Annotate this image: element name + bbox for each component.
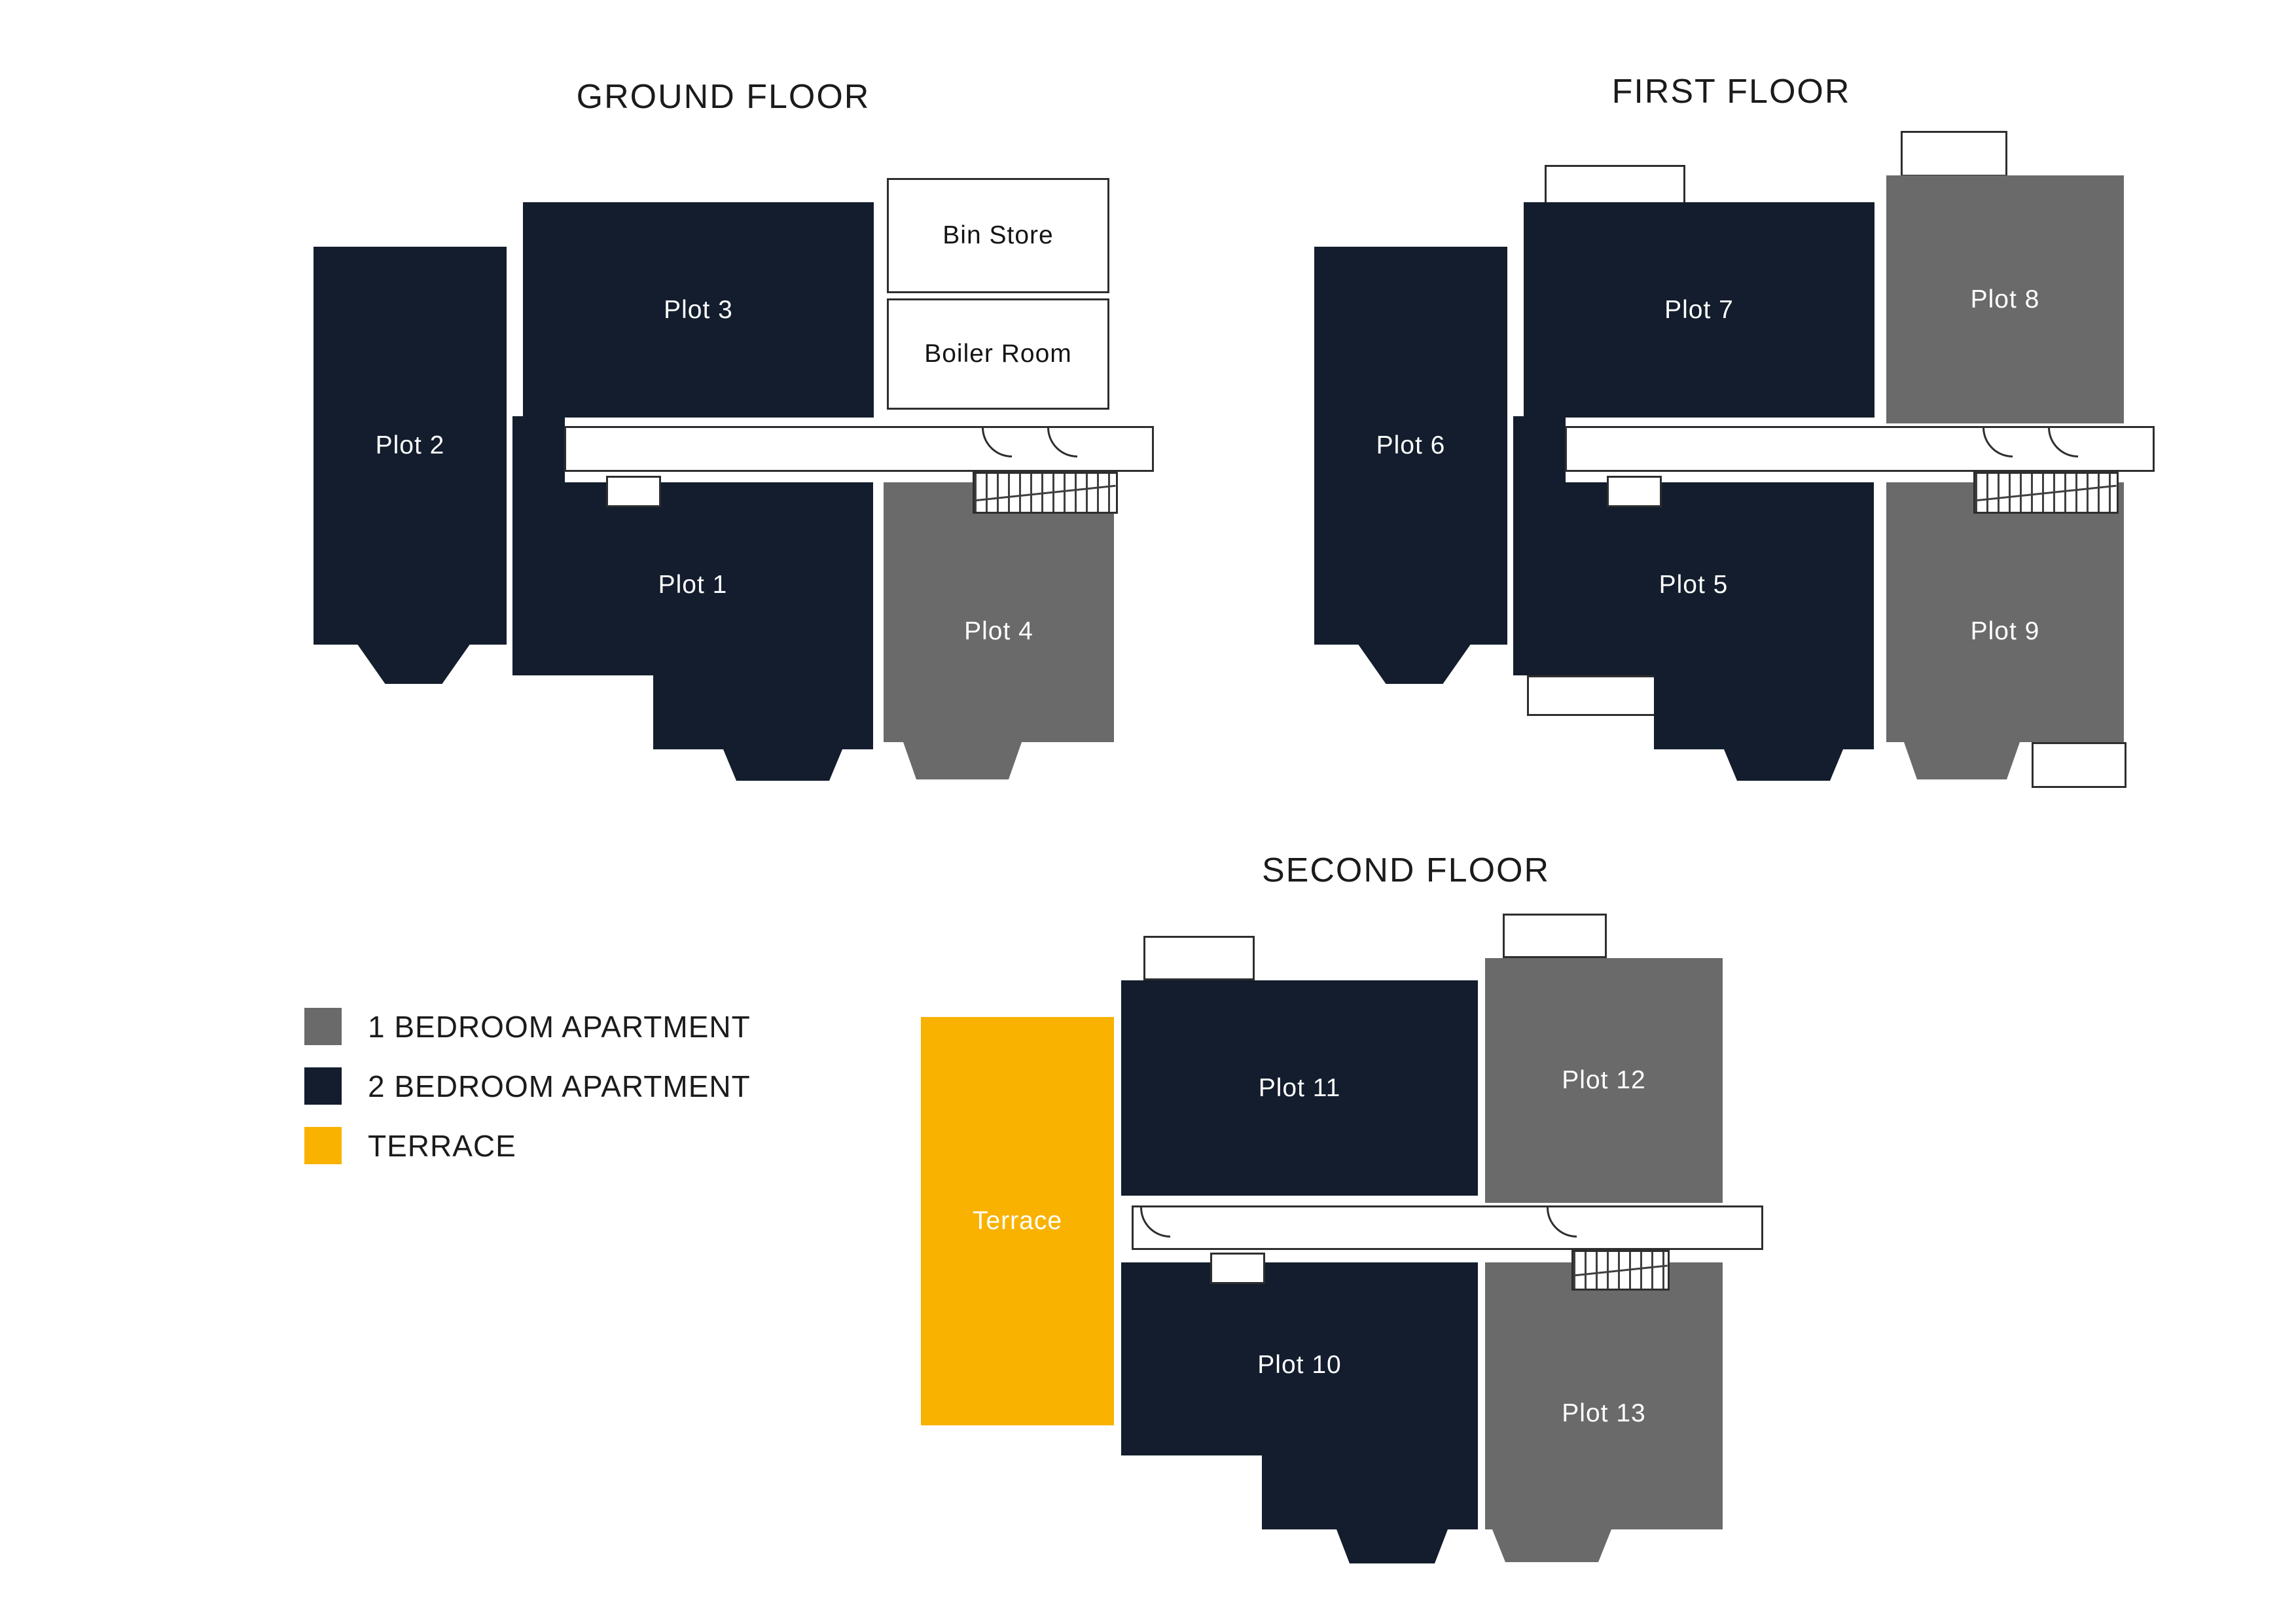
second-floor-title: SECOND FLOOR: [1261, 851, 1551, 889]
room-terrace: Terrace: [921, 1017, 1114, 1425]
first-floor-dormer: [1901, 131, 2007, 177]
room-plot-2: Plot 2: [314, 247, 507, 645]
room-plot-13: Plot 13: [1485, 1262, 1723, 1562]
room-plot-5: Plot 5: [1513, 482, 1874, 781]
room-plot-9-label: Plot 9: [1970, 617, 2040, 645]
room-plot-13-label: Plot 13: [1562, 1399, 1646, 1427]
ground-floor-stairs: [973, 472, 1118, 514]
room-plot-12: Plot 12: [1485, 958, 1723, 1203]
room-plot-6: Plot 6: [1314, 247, 1507, 645]
room-plot-3: Plot 3: [523, 202, 874, 418]
room-plot-6-bay-window: [1357, 643, 1471, 684]
room-bin-store-label: Bin Store: [942, 221, 1054, 249]
room-plot-1: Plot 1: [512, 482, 873, 781]
second-floor-stairs: [1571, 1250, 1670, 1291]
room-plot-10: Plot 10: [1121, 1262, 1478, 1563]
room-plot-2-bay-window: [357, 643, 471, 684]
ground-floor-hall-connector: [512, 416, 565, 484]
first-floor-balcony: [2032, 742, 2126, 788]
room-plot-2-label: Plot 2: [375, 431, 445, 459]
legend-swatch-terrace: [304, 1127, 342, 1164]
ground-floor-closet: [606, 476, 661, 507]
first-floor-title: FIRST FLOOR: [1611, 73, 1851, 111]
room-plot-8: Plot 8: [1886, 175, 2124, 423]
room-plot-10-label: Plot 10: [1257, 1351, 1342, 1379]
legend-label-terrace: TERRACE: [368, 1128, 516, 1163]
second-floor-dormer: [1503, 914, 1607, 958]
legend-label-1-bedroom: 1 BEDROOM APARTMENT: [368, 1009, 751, 1044]
room-plot-1-label: Plot 1: [658, 571, 728, 599]
second-floor-dormer: [1143, 936, 1255, 980]
first-floor-closet: [1607, 476, 1662, 507]
room-plot-7-label: Plot 7: [1664, 295, 1734, 324]
room-plot-11: Plot 11: [1121, 980, 1478, 1196]
second-floor-corridor: [1132, 1205, 1763, 1250]
first-floor-hall-connector: [1513, 416, 1566, 484]
room-boiler-room-label: Boiler Room: [924, 340, 1072, 368]
legend-swatch-1-bedroom: [304, 1008, 342, 1045]
second-floor-closet: [1210, 1253, 1265, 1284]
room-plot-4: Plot 4: [884, 482, 1114, 779]
legend-item-2-bedroom: 2 BEDROOM APARTMENT: [304, 1067, 751, 1105]
room-bin-store: Bin Store: [887, 178, 1109, 293]
room-plot-4-label: Plot 4: [964, 617, 1033, 645]
room-plot-8-label: Plot 8: [1970, 285, 2040, 313]
room-plot-11-label: Plot 11: [1258, 1073, 1341, 1102]
legend: 1 BEDROOM APARTMENT 2 BEDROOM APARTMENT …: [304, 1008, 751, 1164]
first-floor-dormer: [1545, 165, 1685, 204]
room-plot-3-label: Plot 3: [664, 295, 733, 324]
legend-item-1-bedroom: 1 BEDROOM APARTMENT: [304, 1008, 751, 1045]
legend-swatch-2-bedroom: [304, 1067, 342, 1105]
legend-item-terrace: TERRACE: [304, 1127, 751, 1164]
room-plot-6-label: Plot 6: [1376, 431, 1446, 459]
room-plot-12-label: Plot 12: [1562, 1066, 1646, 1094]
ground-floor-title: GROUND FLOOR: [576, 78, 870, 116]
room-boiler-room: Boiler Room: [887, 298, 1109, 410]
legend-label-2-bedroom: 2 BEDROOM APARTMENT: [368, 1069, 751, 1103]
room-plot-5-label: Plot 5: [1659, 571, 1729, 599]
room-plot-7: Plot 7: [1524, 202, 1874, 418]
first-floor-stairs: [1973, 472, 2119, 514]
room-plot-9: Plot 9: [1886, 482, 2124, 779]
room-terrace-label: Terrace: [972, 1207, 1063, 1235]
